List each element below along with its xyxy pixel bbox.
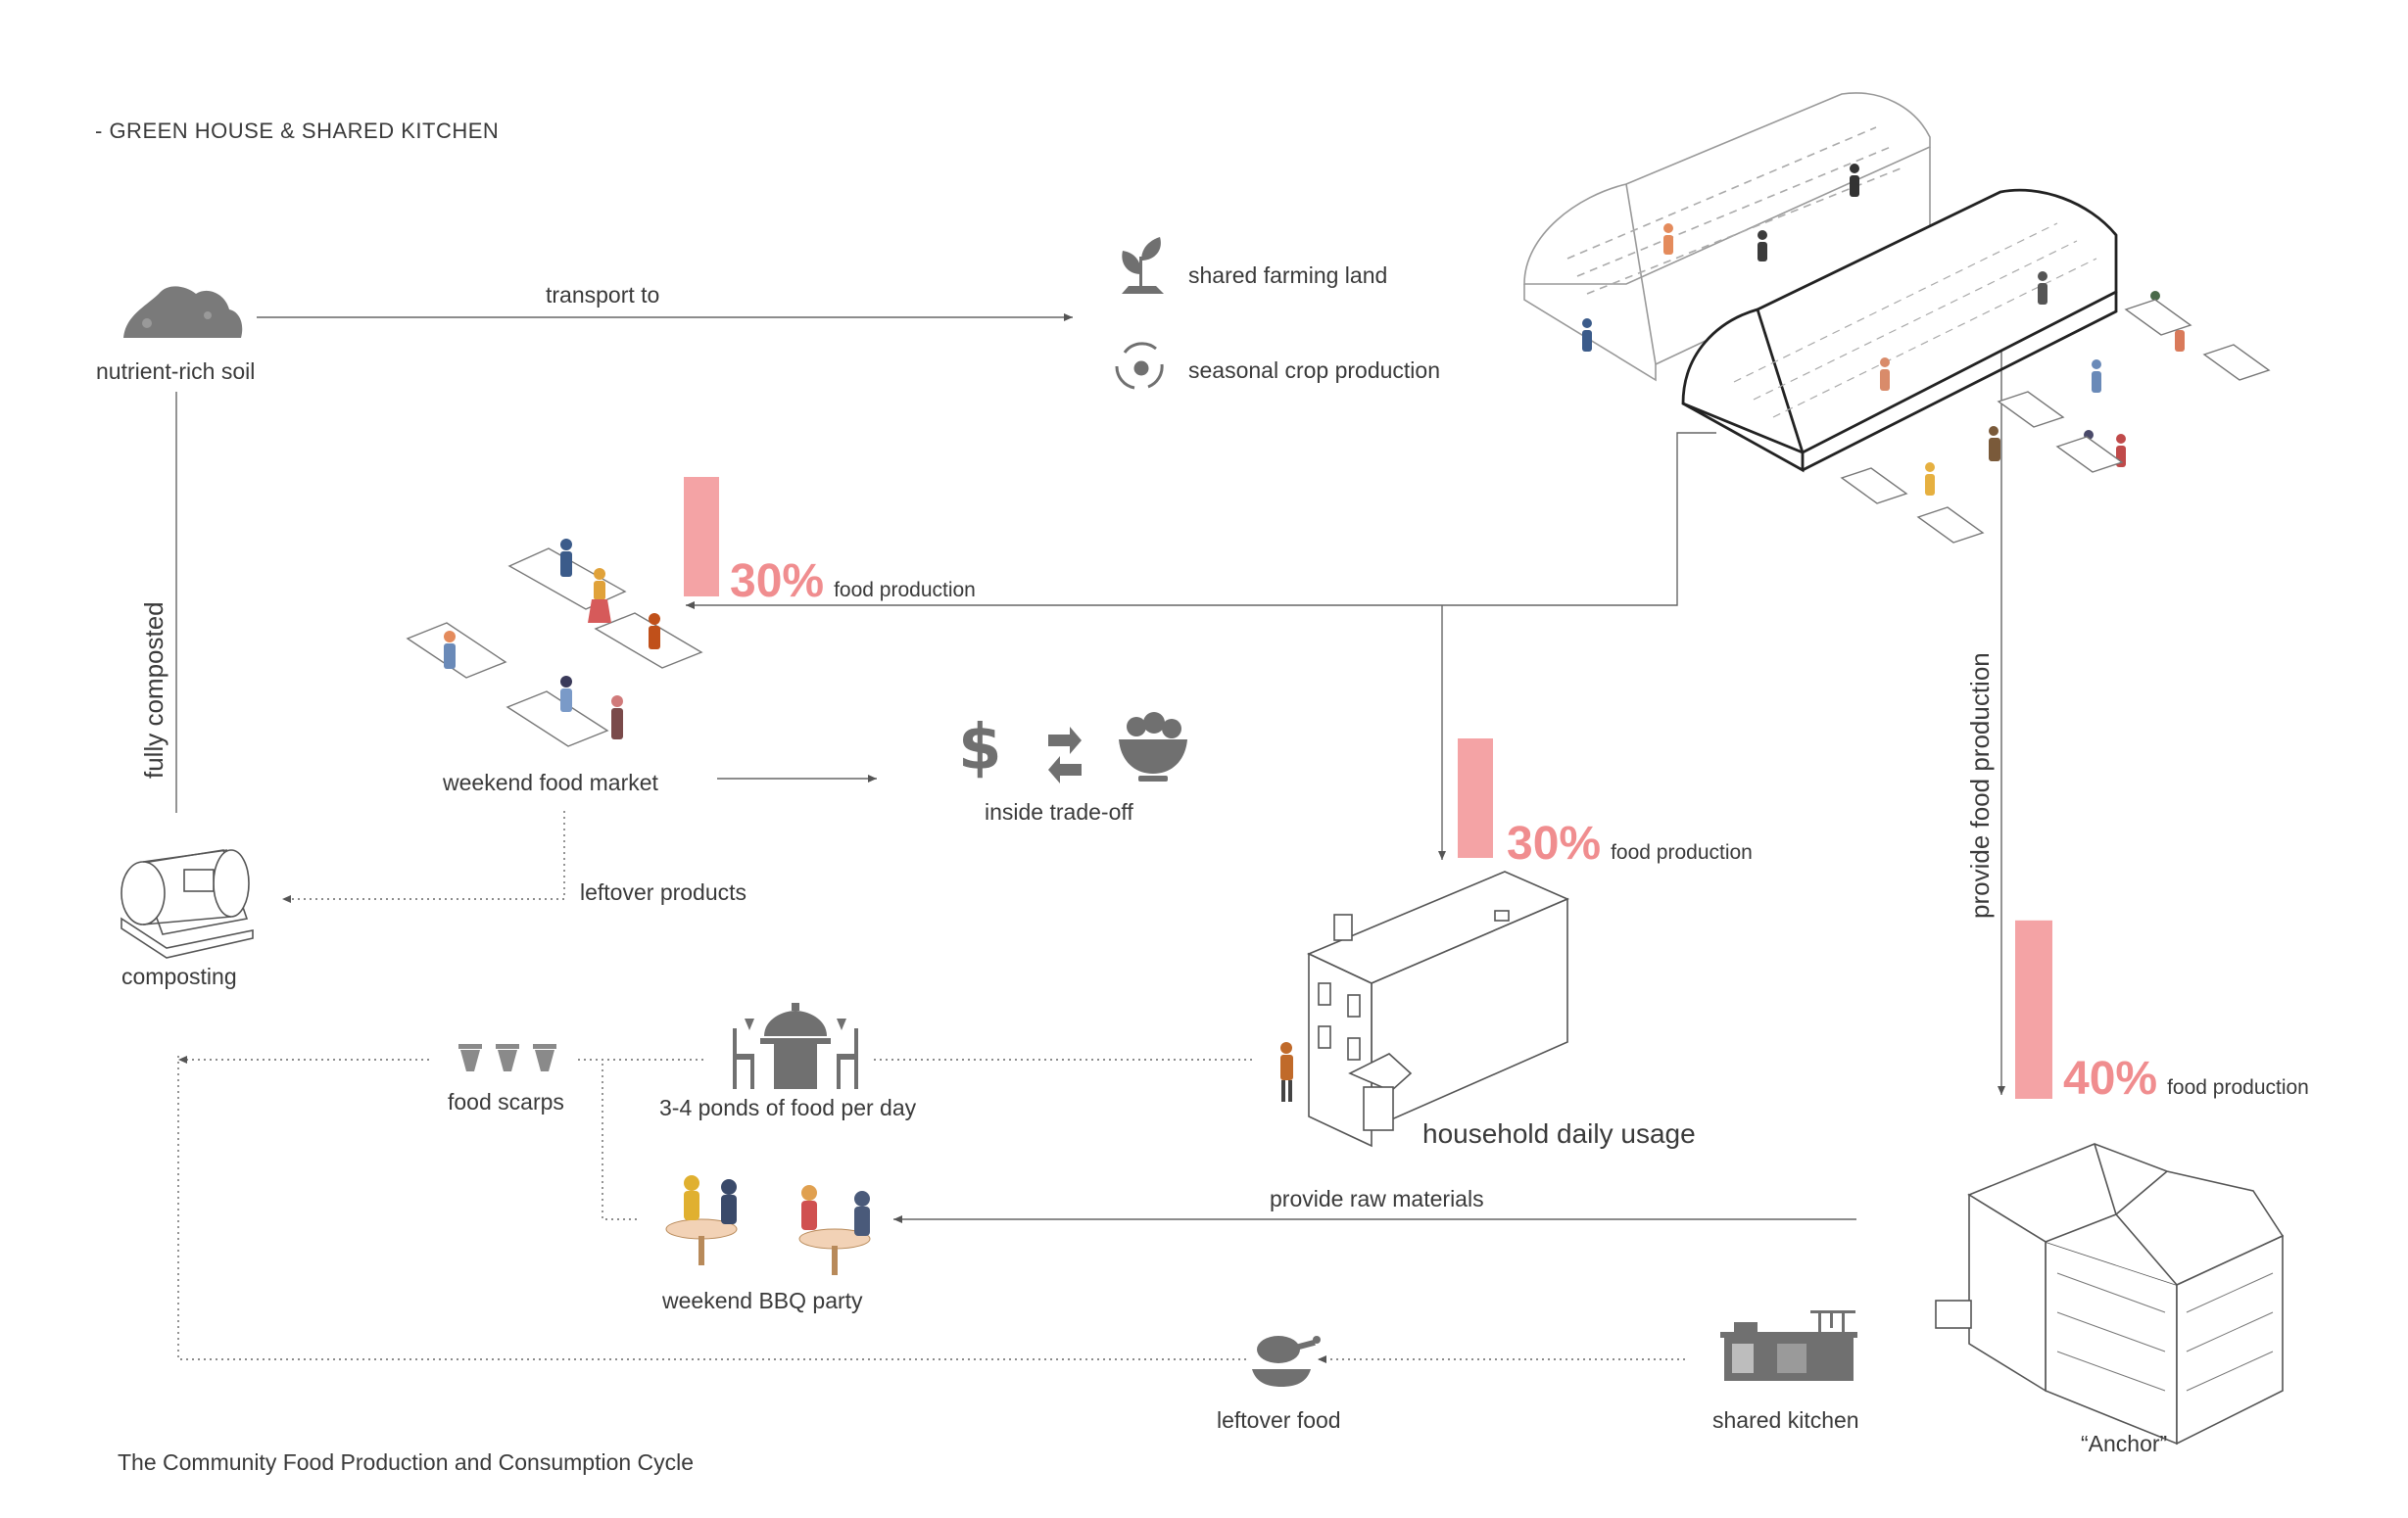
label-food-per-day: 3-4 ponds of food per day bbox=[659, 1095, 917, 1120]
label-leftover-products: leftover products bbox=[580, 879, 747, 905]
share-market-percent: 30% bbox=[730, 555, 825, 607]
share-household-percent: 30% bbox=[1507, 818, 1602, 870]
greenhouse-people bbox=[1582, 164, 2185, 496]
composter-icon bbox=[120, 849, 254, 959]
anchor-building bbox=[1935, 1143, 2285, 1446]
bbq-groups bbox=[665, 1175, 871, 1275]
share-household-label: food production bbox=[1611, 841, 1753, 864]
soil-pile-icon bbox=[123, 286, 243, 338]
label-transport-to: transport to bbox=[546, 282, 660, 308]
connector-lines bbox=[175, 313, 2005, 1223]
dotted-lines bbox=[177, 811, 1685, 1363]
share-market-label: food production bbox=[834, 579, 976, 601]
dining-table-icon bbox=[733, 1003, 858, 1089]
label-leftover-food: leftover food bbox=[1217, 1407, 1341, 1433]
label-weekend-food-market: weekend food market bbox=[443, 770, 658, 795]
market-people bbox=[444, 539, 660, 739]
label-nutrient-rich-soil: nutrient-rich soil bbox=[96, 358, 256, 384]
share-bar-anchor bbox=[2015, 920, 2052, 1099]
greenhouse-interior bbox=[1733, 222, 2097, 418]
share-household: 30% food production bbox=[1507, 821, 1753, 868]
greenhouse-front bbox=[1681, 188, 2118, 473]
label-weekend-bbq-party: weekend BBQ party bbox=[662, 1288, 863, 1313]
share-bar-household bbox=[1458, 738, 1493, 858]
label-composting: composting bbox=[121, 964, 237, 989]
label-inside-trade-off: inside trade-off bbox=[985, 799, 1133, 825]
label-fully-composted: fully composted bbox=[139, 601, 169, 779]
share-market: 30% food production bbox=[730, 558, 976, 605]
page-title: - GREEN HOUSE & SHARED KITCHEN bbox=[95, 119, 500, 143]
label-provide-food-production: provide food production bbox=[1965, 652, 1995, 919]
dollar-icon: $ bbox=[958, 712, 1002, 784]
diagram-caption: The Community Food Production and Consum… bbox=[118, 1449, 695, 1475]
greenhouse-tables bbox=[1840, 299, 2271, 544]
label-food-scraps: food scarps bbox=[448, 1089, 564, 1115]
share-anchor: 40% food production bbox=[2063, 1056, 2309, 1103]
sprout-icon bbox=[1122, 237, 1164, 294]
chicken-leg-icon bbox=[1252, 1336, 1321, 1387]
share-bar-market bbox=[684, 477, 719, 596]
label-shared-kitchen: shared kitchen bbox=[1712, 1407, 1859, 1433]
label-anchor: “Anchor” bbox=[2081, 1431, 2168, 1456]
recycle-icon bbox=[1115, 342, 1164, 390]
label-shared-farming-land: shared farming land bbox=[1188, 262, 1388, 288]
label-household-daily-usage: household daily usage bbox=[1422, 1118, 1696, 1149]
food-scraps-icon bbox=[458, 1044, 556, 1071]
share-anchor-percent: 40% bbox=[2063, 1053, 2158, 1105]
label-seasonal-crop-production: seasonal crop production bbox=[1188, 357, 1440, 383]
label-provide-raw-materials: provide raw materials bbox=[1270, 1186, 1484, 1211]
salad-bowl-icon bbox=[1119, 712, 1187, 782]
household-person bbox=[1280, 1042, 1293, 1102]
share-anchor-label: food production bbox=[2167, 1076, 2309, 1099]
kitchen-counter-icon bbox=[1720, 1310, 1857, 1381]
household-building bbox=[1307, 871, 1570, 1148]
exchange-arrows-icon bbox=[1048, 727, 1082, 783]
svg-text:$: $ bbox=[958, 712, 1002, 784]
